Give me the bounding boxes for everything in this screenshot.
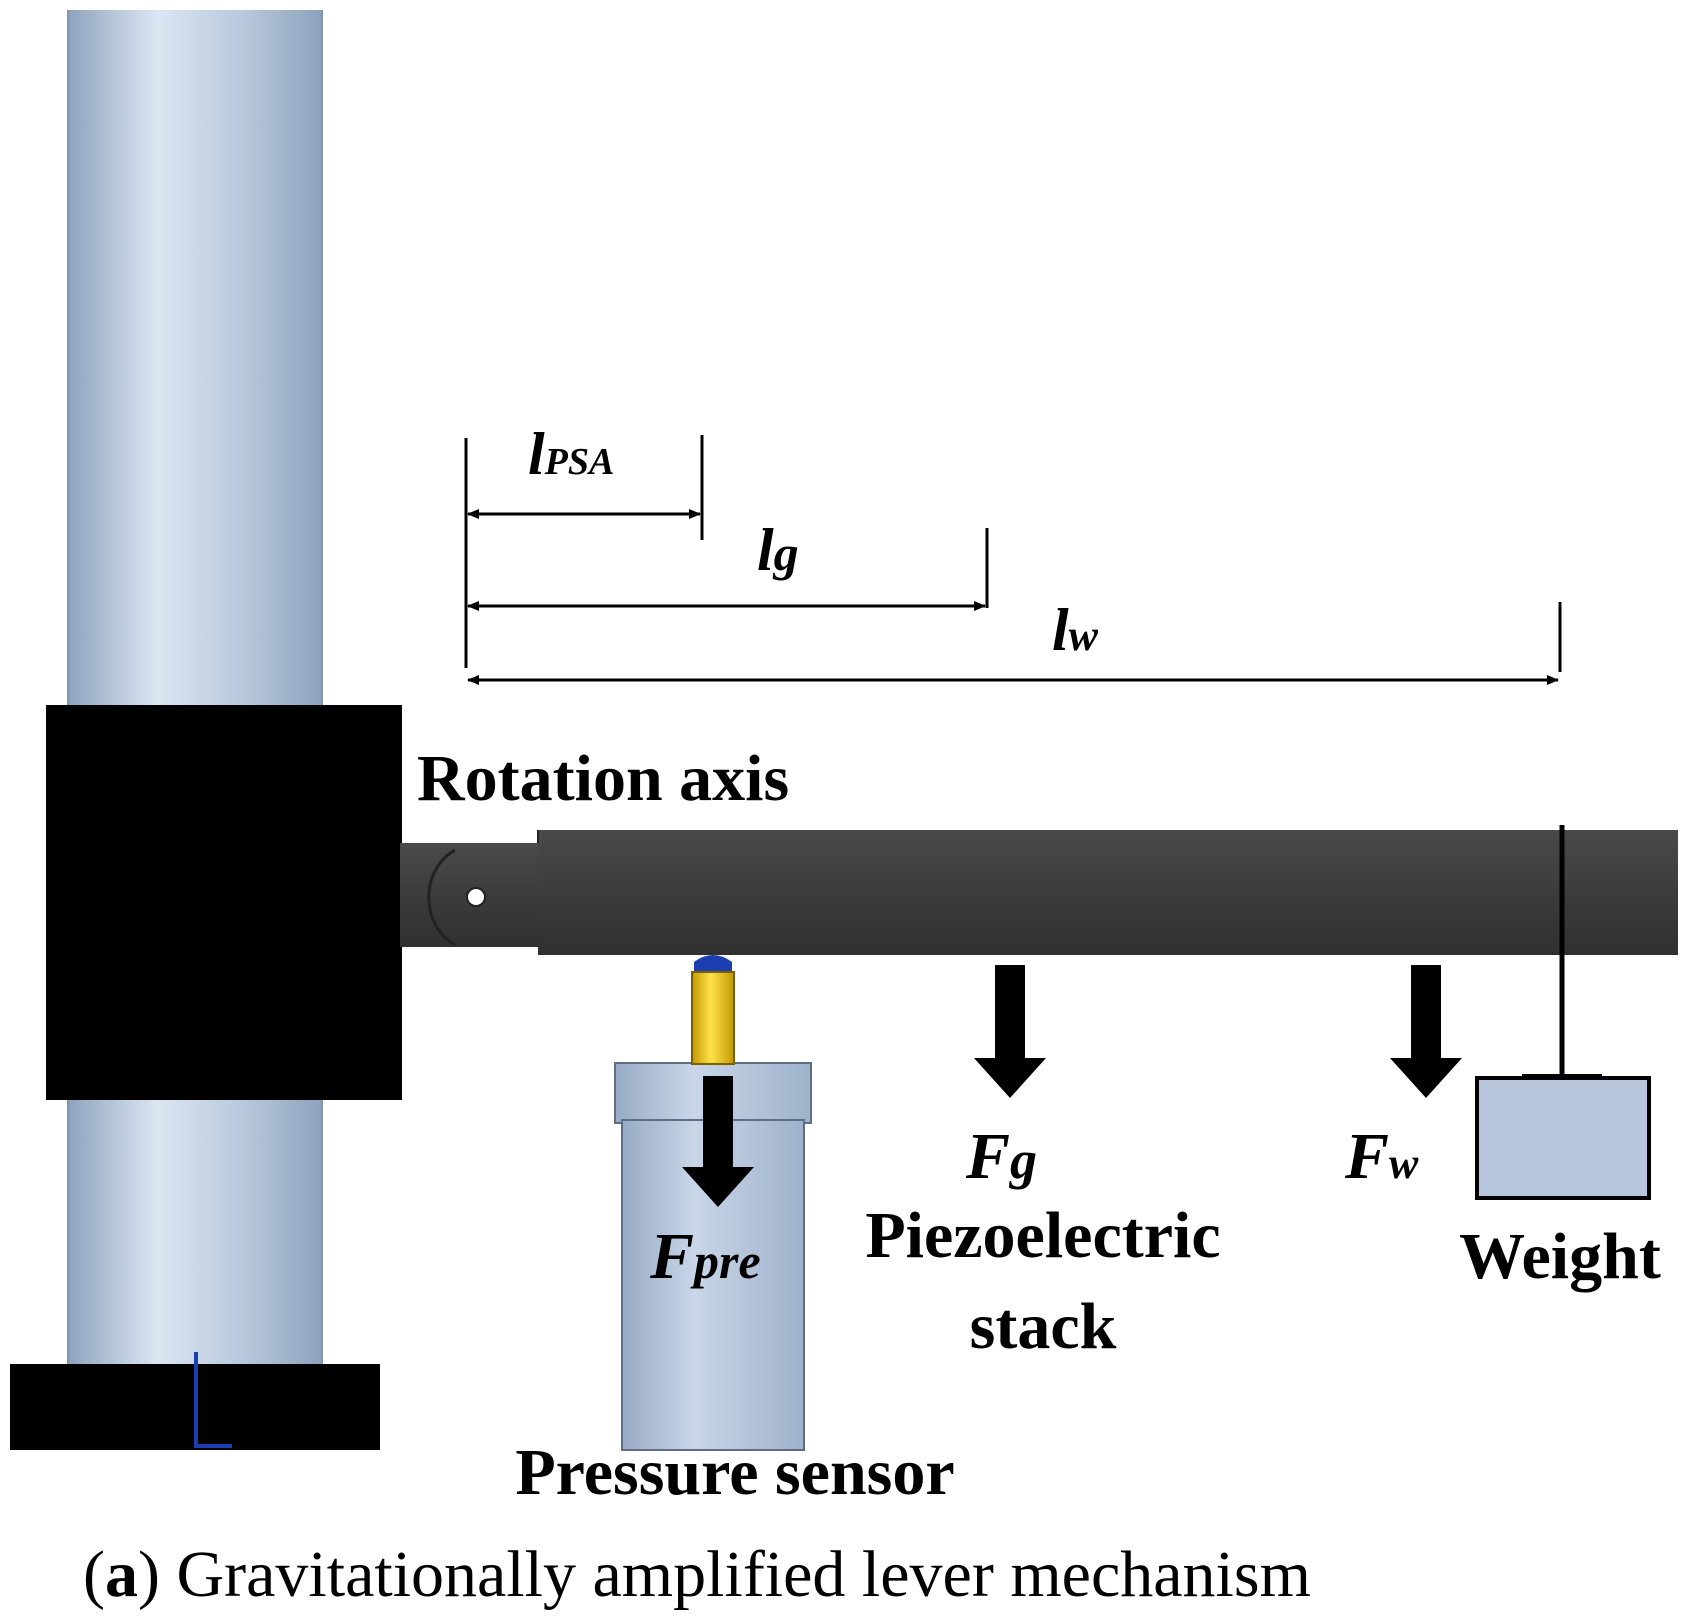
clamp-block: [46, 705, 402, 1100]
label-pressure-sensor: Pressure sensor: [515, 1436, 954, 1509]
label-piezoelectric: Piezoelectric: [865, 1199, 1220, 1272]
symbol-f-g: Fg: [965, 1120, 1037, 1193]
base-marker: [194, 1352, 232, 1448]
label-weight: Weight: [1459, 1220, 1661, 1293]
symbol-l-w: lw: [1052, 597, 1099, 663]
dimension-lines: [464, 435, 1562, 685]
symbol-f-pre: Fpre: [649, 1220, 761, 1293]
symbol-f-w: Fw: [1344, 1120, 1419, 1193]
symbol-l-g: lg: [757, 517, 799, 583]
figure-caption: (a) Gravitationally amplified lever mech…: [83, 1538, 1311, 1611]
force-arrow-g: [974, 965, 1046, 1098]
lever-arm: [400, 830, 1678, 955]
force-arrow-w: [1390, 965, 1462, 1098]
pivot-hole: [466, 887, 486, 907]
support-column: [67, 10, 323, 1370]
caption-tag: a: [105, 1538, 138, 1611]
caption-text: Gravitationally amplified lever mechanis…: [176, 1538, 1310, 1611]
symbol-l-psa: lPSA: [528, 421, 614, 487]
weight-hook: [1522, 1074, 1602, 1080]
piezoelectric-stack-tip: [691, 955, 735, 1065]
label-rotation-axis: Rotation axis: [417, 742, 789, 815]
weight-block: [1475, 1076, 1651, 1200]
label-stack: stack: [970, 1290, 1117, 1363]
force-arrow-pre: [682, 1076, 754, 1207]
